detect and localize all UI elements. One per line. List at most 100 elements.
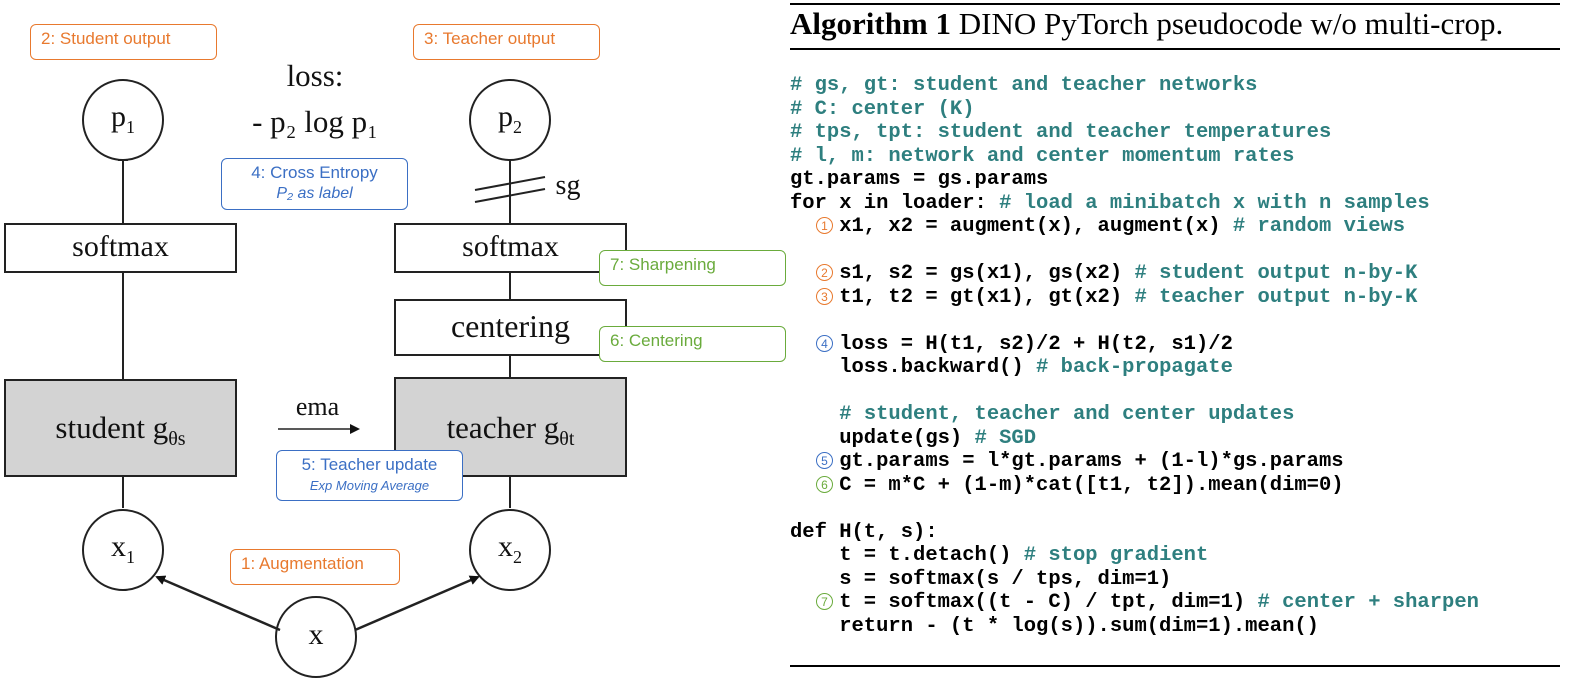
code-line: 5 gt.params = l*gt.params + (1-l)*gs.par… [790,450,1479,474]
teacher-output-node [469,79,551,161]
code-line: 1 x1, x2 = augment(x), augment(x) # rand… [790,215,1479,239]
code-text: for x in loader: [790,191,1000,215]
loss-title: loss: [286,58,344,93]
algorithm-title-rule [790,48,1560,50]
callout-cross-entropy-title: 4: Cross Entropy [251,163,378,182]
code-text [790,403,839,426]
code-line: # gs, gt: student and teacher networks [790,74,1479,98]
code-line [790,239,1479,263]
input-node [275,596,357,678]
code-line: 6 C = m*C + (1-m)*cat([t1, t2]).mean(dim… [790,474,1479,498]
callout-centering: 6: Centering [599,326,786,362]
callout-cross-entropy-sub: P₂ as label [276,185,353,202]
ema-label: ema [295,392,340,421]
code-line: gt.params = gs.params [790,168,1479,192]
code-line: loss.backward() # back-propagate [790,356,1479,380]
callout-augmentation: 1: Augmentation [230,549,400,585]
code-line [790,497,1479,521]
code-text: return - (t * log(s)).sum(dim=1).mean() [790,614,1319,638]
code-text: loss.backward() [790,356,1037,379]
code-text: t = t.detach() [790,544,1024,567]
step-badge-7: 7 [816,593,833,610]
step-badge-1: 1 [816,217,833,234]
code-comment: # student output n-by-K [1134,262,1418,285]
code-text: C = m*C + (1-m)*cat([t1, t2]).mean(dim=0… [790,473,1344,497]
teacher-softmax-box [394,223,627,273]
code-line [790,309,1479,333]
callout-student-output: 2: Student output [30,24,217,60]
teacher-output-label: p2 [498,100,522,137]
loss-formula: - p₂ log p₁ [252,104,378,139]
algorithm-bottom-rule [790,665,1560,667]
callout-teacher-update-sub: Exp Moving Average [309,478,430,493]
code-comment: # load a minibatch x with n samples [999,191,1430,215]
stop-gradient-mark [474,188,546,203]
student-softmax-box [4,223,237,273]
step-badge-5: 5 [816,452,833,469]
algorithm-top-rule [790,3,1560,5]
code-comment: # C: center (K) [790,97,975,121]
teacher-input-label: x2 [498,530,522,567]
code-comment: # l, m: network and center momentum rate… [790,144,1295,168]
stop-gradient-mark [474,176,546,191]
step-badge-2: 2 [816,264,833,281]
code-line: update(gs) # SGD [790,427,1479,451]
augment-arrow-teacher [354,575,480,632]
code-line: # student, teacher and center updates [790,403,1479,427]
centering-label: centering [450,308,571,344]
callout-cross-entropy: 4: Cross Entropy P₂ as label [221,158,408,210]
callout-teacher-update: 5: Teacher update Exp Moving Average [276,450,463,501]
code-comment: # stop gradient [1023,544,1209,567]
callout-teacher-update-title: 5: Teacher update [301,455,438,474]
code-text: x1, x2 = augment(x), augment(x) [790,215,1233,238]
code-comment: # teacher output n-by-K [1134,285,1418,309]
student-output-node [82,79,164,161]
code-line: # l, m: network and center momentum rate… [790,145,1479,169]
code-text: gt.params = l*gt.params + (1-l)*gs.param… [790,450,1344,473]
student-network-label: student gθs [55,410,186,451]
step-badge-3: 3 [816,287,833,305]
code-line: 4 loss = H(t1, s2)/2 + H(t2, s1)/2 [790,333,1479,357]
code-comment: # center + sharpen [1257,591,1479,614]
code-line: 2 s1, s2 = gs(x1), gs(x2) # student outp… [790,262,1479,286]
pseudocode-block: # gs, gt: student and teacher networks# … [790,74,1479,638]
student-input-label: x1 [111,530,135,567]
code-line: t = t.detach() # stop gradient [790,544,1479,568]
algorithm-title: Algorithm 1 DINO PyTorch pseudocode w/o … [790,6,1504,41]
centering-box [394,299,627,356]
code-line: for x in loader: # load a minibatch x wi… [790,192,1479,216]
dino-diagram [4,79,627,678]
code-line: 3 t1, t2 = gt(x1), gt(x2) # teacher outp… [790,286,1479,310]
teacher-input-node [469,509,551,591]
code-comment: # random views [1232,215,1406,238]
student-output-label: p1 [111,100,135,137]
code-comment: # SGD [974,426,1037,450]
code-line: s = softmax(s / tps, dim=1) [790,568,1479,592]
code-comment: # back-propagate [1036,356,1233,379]
teacher-softmax-label: softmax [462,230,559,263]
code-comment: # tps, tpt: student and teacher temperat… [790,121,1332,144]
student-network-box [4,379,237,477]
step-badge-4: 4 [816,334,833,352]
code-line: # C: center (K) [790,98,1479,122]
code-text: def H(t, s): [790,520,938,544]
student-input-node [82,509,164,591]
code-text: s1, s2 = gs(x1), gs(x2) [790,262,1135,285]
code-line: 7 t = softmax((t - C) / tpt, dim=1) # ce… [790,591,1479,615]
input-label: x [308,618,324,651]
code-text: update(gs) [790,426,975,450]
code-line: # tps, tpt: student and teacher temperat… [790,121,1479,145]
student-softmax-label: softmax [72,230,169,263]
code-text: loss = H(t1, s2)/2 + H(t2, s1)/2 [790,332,1233,356]
augment-arrow-student [155,575,281,632]
code-text: gt.params = gs.params [790,168,1049,191]
callout-sharpening: 7: Sharpening [599,250,786,286]
callout-teacher-output: 3: Teacher output [413,24,600,60]
step-badge-6: 6 [816,475,833,493]
code-line [790,380,1479,404]
code-comment: # gs, gt: student and teacher networks [790,74,1258,97]
code-text: t1, t2 = gt(x1), gt(x2) [790,285,1135,309]
code-line: return - (t * log(s)).sum(dim=1).mean() [790,615,1479,639]
code-line: def H(t, s): [790,521,1479,545]
code-text: t = softmax((t - C) / tpt, dim=1) [790,591,1258,614]
